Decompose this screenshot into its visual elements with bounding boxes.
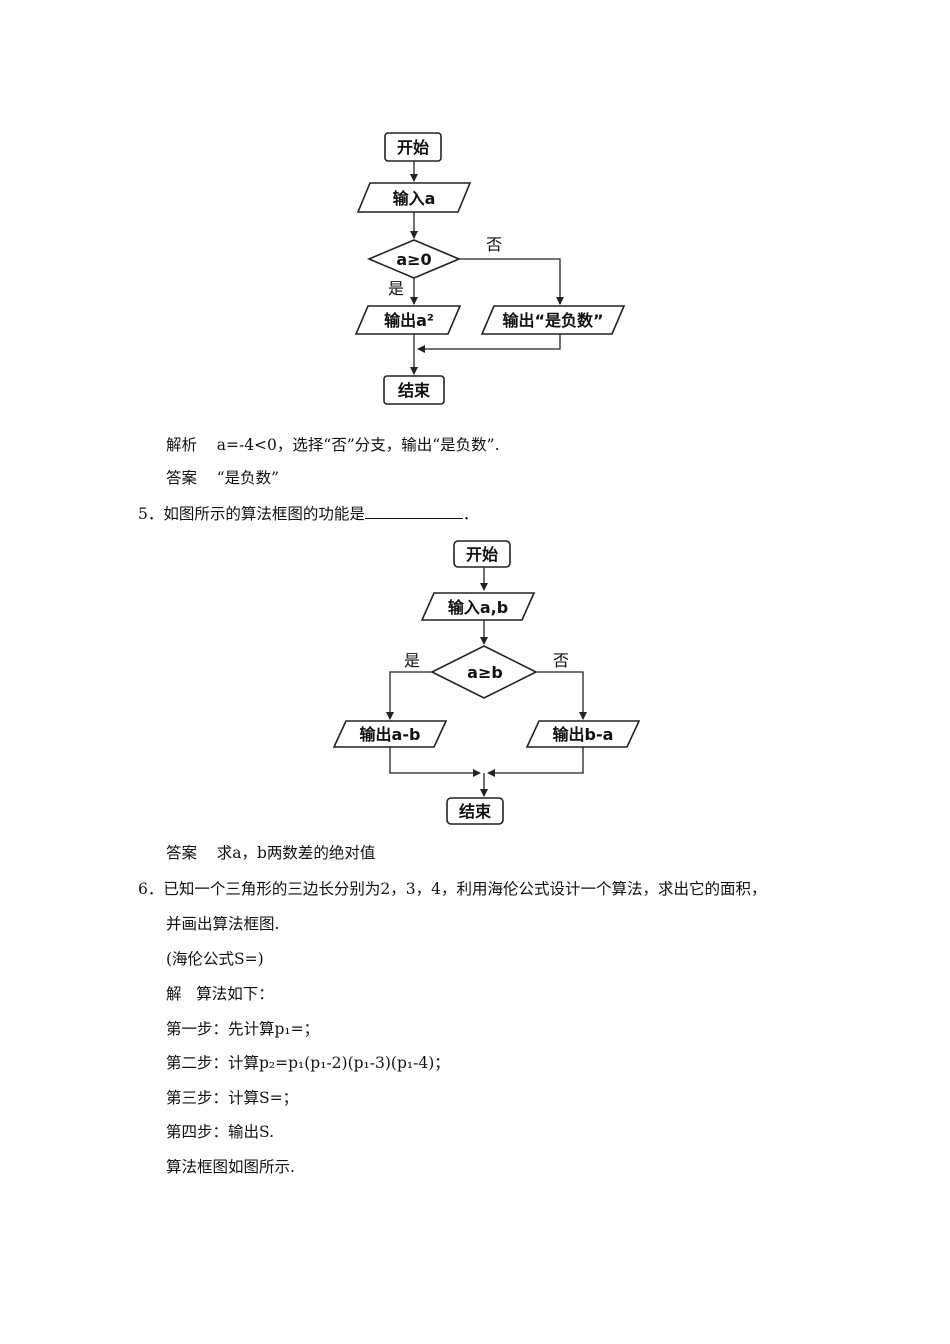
q5-answer-label: 答案 bbox=[166, 844, 198, 862]
q6-step1: 第一步：先计算p₁=； bbox=[166, 1020, 320, 1038]
q4-answer: 答案 “是负数” bbox=[166, 468, 279, 488]
q5-question: 5．如图所示的算法框图的功能是 ． bbox=[138, 504, 478, 524]
fc2-input-text: 输入a,b bbox=[448, 598, 508, 617]
q6-solution-label: 解 bbox=[166, 985, 182, 1003]
fc1-input-text: 输入a bbox=[393, 189, 436, 208]
q5-answer-text: 求a，b两数差的绝对值 bbox=[216, 844, 376, 862]
q6-step2: 第二步：计算p₂=p₁(p₁-2)(p₁-3)(p₁-4)； bbox=[166, 1054, 450, 1072]
fc2-output-no-box bbox=[525, 720, 641, 748]
fc2-start-box bbox=[453, 540, 511, 568]
q6-step3: 第三步：计算S=； bbox=[166, 1089, 299, 1107]
fc1-end-text: 结束 bbox=[397, 381, 431, 400]
q6-step4: 第四步：输出S. bbox=[166, 1123, 274, 1141]
q5-question-text: 如图所示的算法框图的功能是 bbox=[163, 505, 365, 523]
fc1-end-box bbox=[383, 375, 445, 405]
q5-answer: 答案 求a，b两数差的绝对值 bbox=[166, 843, 375, 863]
fc2-end-text: 结束 bbox=[458, 802, 492, 821]
q4-analysis: 解析 a=-4<0，选择“否”分支，输出“是负数”. bbox=[166, 435, 500, 455]
q4-analysis-label: 解析 bbox=[166, 436, 198, 454]
fc2-condition-diamond bbox=[430, 645, 538, 699]
fc2-output-yes-text: 输出a-b bbox=[360, 725, 421, 744]
fc2-no-label: 否 bbox=[553, 651, 569, 670]
fc1-output-no-text: 输出“是负数” bbox=[502, 311, 603, 330]
fc1-yes-label: 是 bbox=[388, 279, 404, 298]
q5-number: 5． bbox=[138, 505, 164, 523]
fc1-input-box bbox=[356, 182, 472, 213]
q4-answer-text: “是负数” bbox=[216, 469, 280, 487]
fc2-output-no-text: 输出b-a bbox=[553, 725, 614, 744]
fc2-input-box bbox=[420, 592, 536, 621]
fc2-output-yes-box bbox=[332, 720, 448, 748]
fc1-no-label: 否 bbox=[486, 235, 502, 254]
fc2-end-box bbox=[446, 797, 504, 825]
fc2-start-text: 开始 bbox=[466, 545, 498, 564]
q5-question-end: ． bbox=[462, 505, 479, 523]
q6-line1: 6．已知一个三角形的三边长分别为2，3，4，利用海伦公式设计一个算法，求出它的面… bbox=[138, 879, 766, 899]
fc1-output-yes-text: 输出a² bbox=[384, 311, 434, 330]
fc2-condition-text: a≥b bbox=[467, 663, 503, 682]
q4-answer-label: 答案 bbox=[166, 469, 198, 487]
q5-answer-blank bbox=[364, 504, 463, 519]
q6-solution-intro: 算法如下： bbox=[196, 985, 274, 1003]
fc1-start-text: 开始 bbox=[397, 138, 429, 157]
fc1-start-box bbox=[384, 132, 442, 162]
q6-formula: (海伦公式S=) bbox=[166, 950, 264, 968]
fc1-condition-text: a≥0 bbox=[396, 250, 431, 269]
q6-conclusion: 算法框图如图所示. bbox=[166, 1158, 295, 1176]
fc1-output-yes-box bbox=[354, 305, 462, 335]
q6-number: 6． bbox=[138, 880, 164, 898]
q6-solution: 解 算法如下： bbox=[166, 984, 274, 1004]
fc2-yes-label: 是 bbox=[404, 651, 420, 670]
fc1-output-no-box bbox=[480, 305, 626, 335]
q6-line2: 并画出算法框图. bbox=[166, 915, 280, 933]
q6-line1-text: 已知一个三角形的三边长分别为2，3，4，利用海伦公式设计一个算法，求出它的面积， bbox=[163, 880, 767, 898]
flowchart-1: 开始 输入a a≥0 否 是 输出a² 输出“是负数” 结束 bbox=[354, 132, 626, 405]
q4-analysis-text: a=-4<0，选择“否”分支，输出“是负数”. bbox=[216, 436, 500, 454]
